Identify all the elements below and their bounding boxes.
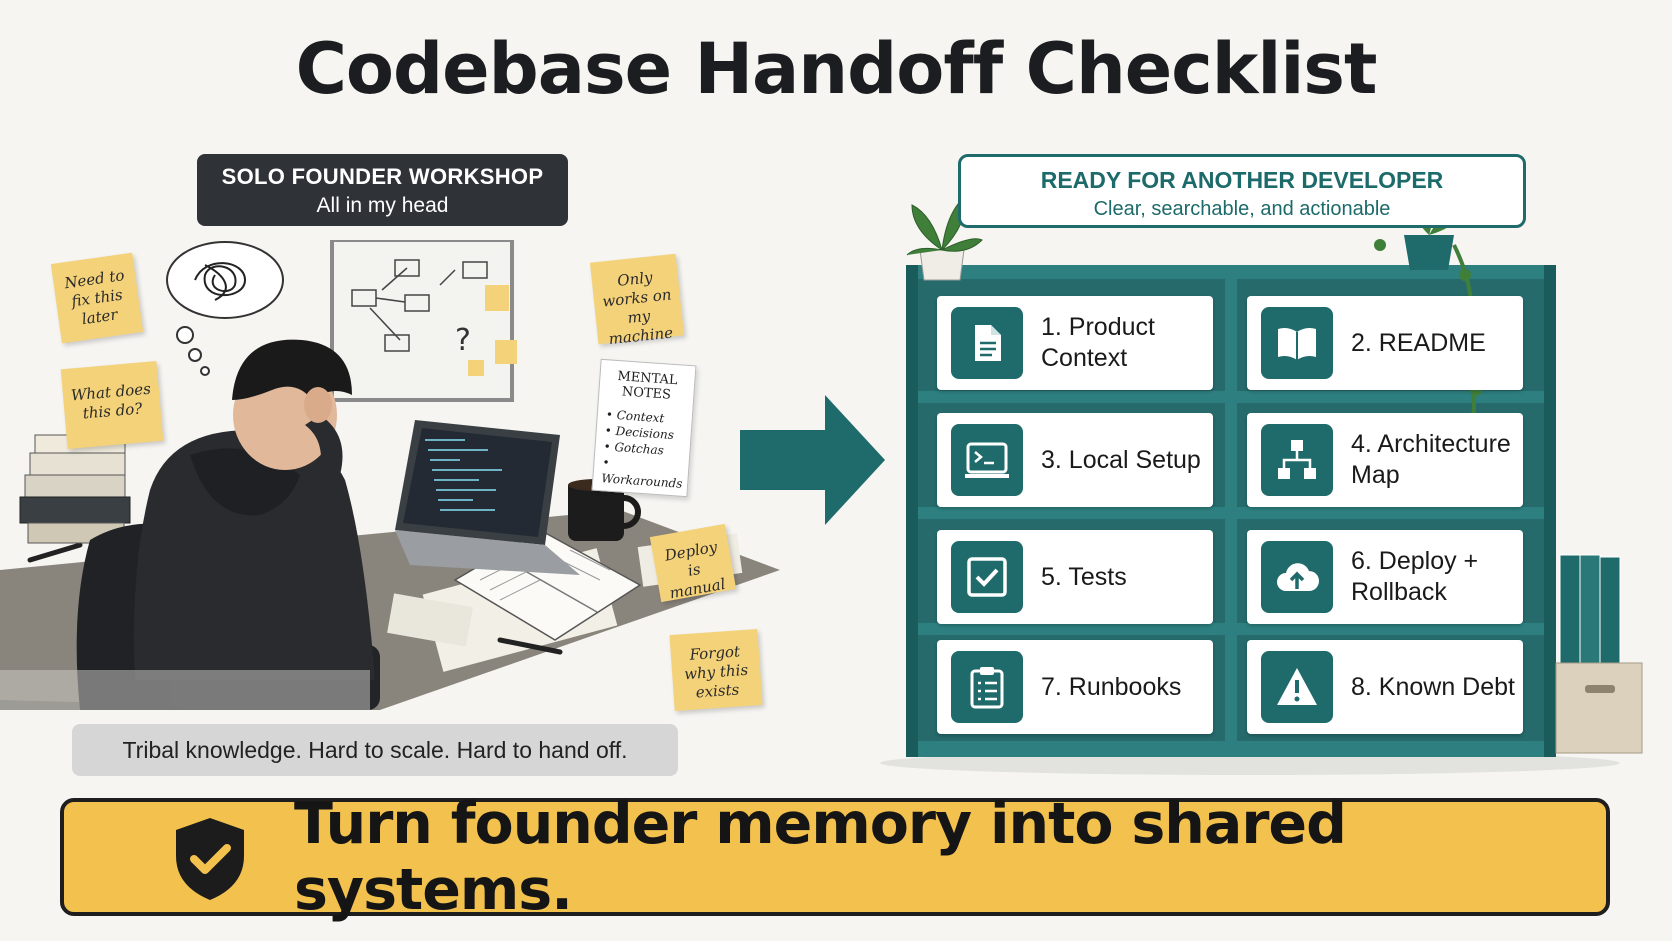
checklist-card-product-context: 1. Product Context: [937, 296, 1213, 390]
card-label: 6. Deploy + Rollback: [1351, 547, 1479, 606]
card-label: 7. Runbooks: [1041, 672, 1182, 701]
ready-developer-subtitle: Clear, searchable, and actionable: [1093, 198, 1391, 220]
tribal-knowledge-caption: Tribal knowledge. Hard to scale. Hard to…: [72, 724, 678, 776]
sticky-note-deploy-manual: Deploy is manual: [649, 523, 737, 602]
hierarchy-icon: [1278, 440, 1316, 479]
document-icon: [975, 325, 1001, 361]
book-icon: [1278, 328, 1316, 360]
mental-note-item: Workarounds: [601, 454, 683, 491]
warning-icon: [1277, 668, 1317, 705]
terminal-icon: [965, 442, 1009, 478]
solo-founder-label-subtitle: All in my head: [316, 194, 449, 217]
svg-text:?: ?: [455, 323, 471, 358]
checklist-card-runbooks: 7. Runbooks: [937, 640, 1213, 734]
book-stack: [19, 434, 131, 544]
checklist-card-readme: 2. README: [1247, 296, 1523, 390]
card-label: 3. Local Setup: [1041, 445, 1201, 474]
founder-person: [134, 339, 375, 680]
bottom-banner: Turn founder memory into shared systems.: [60, 791, 1610, 923]
card-label: 2. README: [1351, 328, 1486, 357]
banner-text: Turn founder memory into shared systems.: [294, 791, 1347, 923]
mental-notes-title: MENTAL NOTES: [616, 369, 678, 403]
shield-check-icon: [176, 818, 244, 900]
checklist-card-known-debt: 8. Known Debt: [1247, 640, 1523, 734]
checklist-card-architecture-map: 4. Architecture Map: [1247, 413, 1523, 507]
ready-developer-label: READY FOR ANOTHER DEVELOPER Clear, searc…: [958, 154, 1526, 228]
card-label: 5. Tests: [1041, 562, 1127, 591]
mental-notes-paper: MENTAL NOTES Context Decisions Gotchas W…: [591, 358, 697, 498]
card-label: 8. Known Debt: [1351, 672, 1515, 701]
cloud-upload-icon: [1277, 563, 1319, 591]
card-label: 1. Product Context: [1041, 313, 1155, 372]
laptop-icon: [395, 420, 580, 575]
sticky-note-fix-later: Need to fix this later: [50, 252, 144, 344]
sticky-note-what-does: What does this do?: [60, 360, 164, 450]
checklist-card-local-setup: 3. Local Setup: [937, 413, 1213, 507]
page-title: Codebase Handoff Checklist: [295, 28, 1378, 110]
arrow-right-icon: [740, 395, 885, 525]
sticky-note-works-on-machine: Only works on my machine: [589, 253, 685, 348]
checklist-card-tests: 5. Tests: [937, 530, 1213, 624]
binders-box: [1555, 554, 1643, 754]
founder-workshop-illustration: ?: [0, 240, 780, 710]
ready-developer-title: READY FOR ANOTHER DEVELOPER: [1040, 167, 1444, 193]
solo-founder-label: SOLO FOUNDER WORKSHOP All in my head: [197, 154, 568, 226]
sticky-note-forgot-why: Forgot why this exists: [669, 629, 763, 711]
checkbox-icon: [967, 557, 1007, 597]
whiteboard: ?: [330, 240, 517, 402]
solo-founder-label-title: SOLO FOUNDER WORKSHOP: [221, 164, 544, 189]
thought-bubble: [166, 241, 284, 376]
card-label: 4. Architecture Map: [1351, 430, 1511, 489]
checklist-card-deploy-rollback: 6. Deploy + Rollback: [1247, 530, 1523, 624]
clipboard-icon: [970, 667, 1004, 709]
